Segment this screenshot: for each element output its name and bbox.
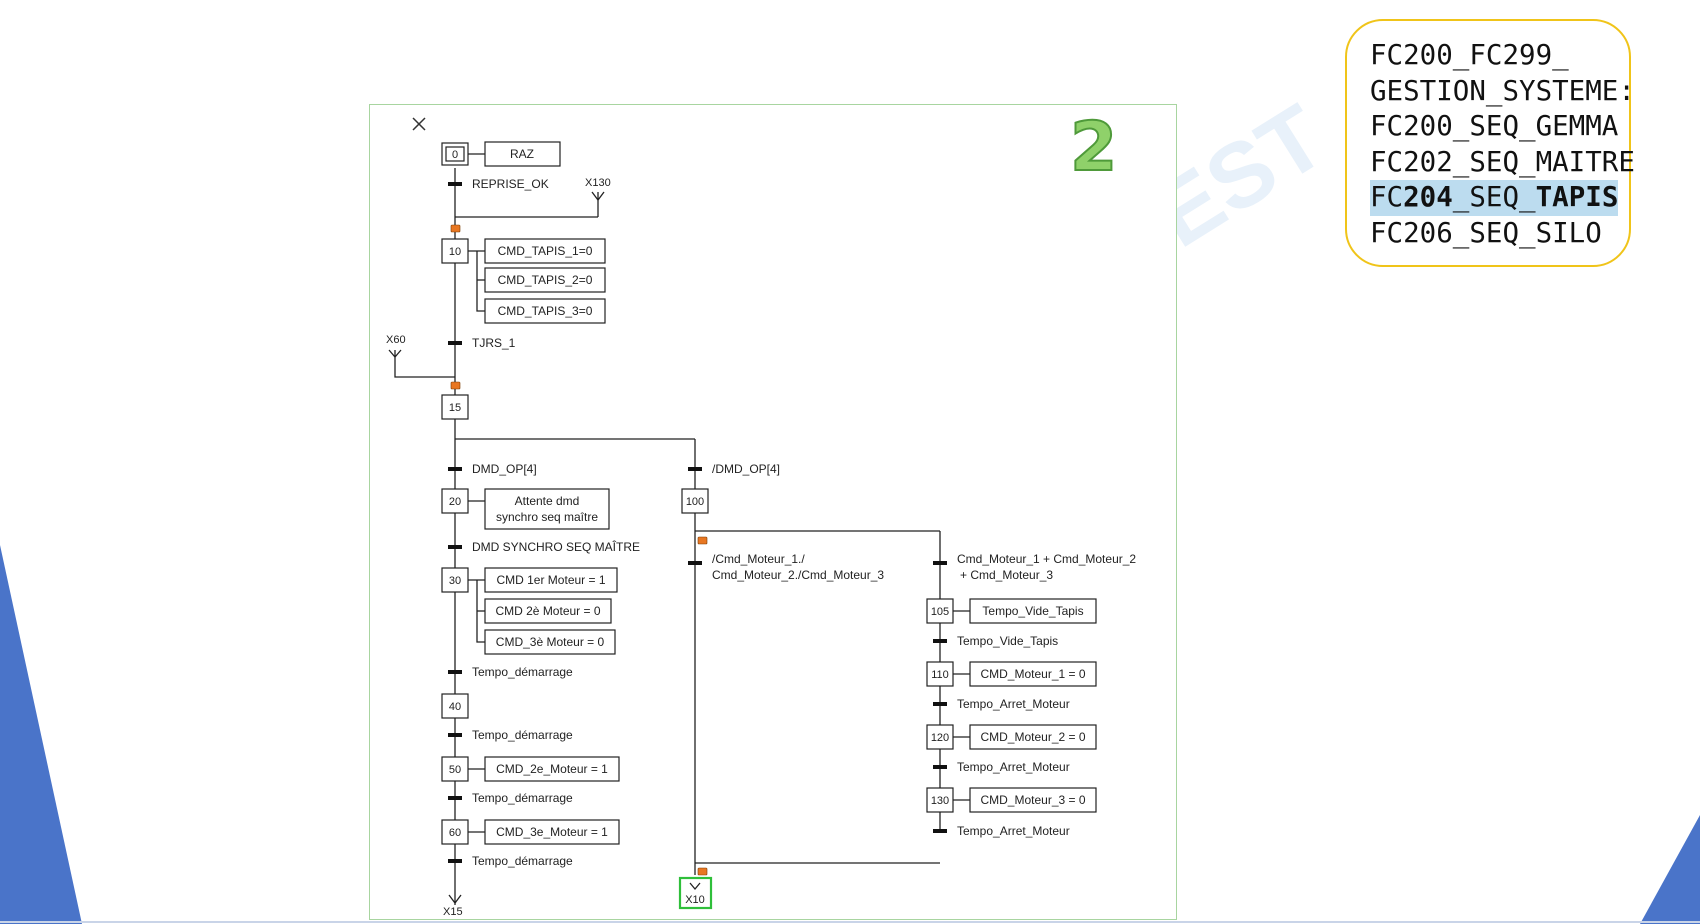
action-cmd-tapis-3 <box>484 298 606 324</box>
step-100: 100 <box>681 488 709 514</box>
jump-x15: X15 <box>443 906 463 918</box>
step-105: 105 <box>926 598 954 624</box>
svg-text:CMD_Moteur_2 = 0: CMD_Moteur_2 = 0 <box>980 730 1085 744</box>
svg-text:110: 110 <box>931 669 949 681</box>
action-cmd-tapis-2 <box>484 267 606 293</box>
svg-text:Tempo_Vide_Tapis: Tempo_Vide_Tapis <box>982 604 1083 618</box>
action-cmd-3e1 <box>484 819 620 845</box>
transition-tempo-dem-2: Tempo_démarrage <box>472 728 573 742</box>
svg-text:CMD_3e_Moteur = 1: CMD_3e_Moteur = 1 <box>496 825 608 839</box>
transition-dmd-synchro: DMD SYNCHRO SEQ MAÎTRE <box>472 539 640 554</box>
svg-text:X10: X10 <box>685 894 705 906</box>
svg-text:0: 0 <box>452 149 458 161</box>
action-raz <box>484 141 561 167</box>
transition-cmd-or-1: Cmd_Moteur_1 + Cmd_Moteur_2 <box>957 552 1136 566</box>
transition-not-cmd-2: Cmd_Moteur_2./Cmd_Moteur_3 <box>712 568 884 582</box>
lock-icon <box>450 224 461 233</box>
svg-text:CMD_TAPIS_2=0: CMD_TAPIS_2=0 <box>498 273 593 287</box>
callout-line-4: FC202_SEQ_MAITRE <box>1370 145 1635 178</box>
step-60: 60 <box>441 819 469 845</box>
transition-cmd-or-2: + Cmd_Moteur_3 <box>960 568 1053 582</box>
svg-text:100: 100 <box>686 496 704 508</box>
grafcet-diagram: 2 X130 X60 X15 0 RAZ <box>369 104 1177 920</box>
svg-text:50: 50 <box>449 764 461 776</box>
svg-text:10: 10 <box>449 246 461 258</box>
transition-tempo-dem-1: Tempo_démarrage <box>472 665 573 679</box>
step-15: 15 <box>441 394 469 420</box>
action-cmd-2e0 <box>484 598 612 624</box>
step-0: 0 <box>441 142 469 166</box>
right-accent-shape <box>1640 815 1700 924</box>
function-list-callout: FC200_FC299_ GESTION_SYSTEME: FC200_SEQ_… <box>1345 19 1635 267</box>
callout-line-6: FC206_SEQ_SILO <box>1370 216 1602 249</box>
slide-number: 2 <box>1070 108 1117 187</box>
transition-dmd-op: DMD_OP[4] <box>472 462 537 476</box>
left-accent-shape <box>0 545 82 924</box>
step-50: 50 <box>441 756 469 782</box>
svg-text:15: 15 <box>449 402 461 414</box>
svg-text:synchro seq maître: synchro seq maître <box>496 510 598 524</box>
svg-text:RAZ: RAZ <box>510 147 534 161</box>
svg-text:30: 30 <box>449 575 461 587</box>
svg-text:60: 60 <box>449 827 461 839</box>
action-attente <box>484 488 610 530</box>
transition-tempo-vide: Tempo_Vide_Tapis <box>957 634 1058 648</box>
transition-not-dmd-op: /DMD_OP[4] <box>712 462 780 476</box>
svg-text:130: 130 <box>931 795 949 807</box>
svg-text:CMD_2e_Moteur = 1: CMD_2e_Moteur = 1 <box>496 762 608 776</box>
svg-text:CMD_Moteur_3 = 0: CMD_Moteur_3 = 0 <box>980 793 1085 807</box>
svg-text:CMD_3è Moteur = 0: CMD_3è Moteur = 0 <box>496 635 605 649</box>
action-cmd-m1 <box>969 661 1097 687</box>
svg-text:Attente dmd: Attente dmd <box>515 494 580 508</box>
svg-text:CMD_Moteur_1 = 0: CMD_Moteur_1 = 0 <box>980 667 1085 681</box>
action-cmd-m2 <box>969 724 1097 750</box>
transition-tempo-dem-3: Tempo_démarrage <box>472 791 573 805</box>
transition-tempo-dem-4: Tempo_démarrage <box>472 854 573 868</box>
transition-tjrs: TJRS_1 <box>472 336 516 350</box>
transition-arret-3: Tempo_Arret_Moteur <box>957 824 1070 838</box>
grafcet-canvas: 2 X130 X60 X15 0 RAZ <box>386 107 1136 918</box>
close-icon <box>412 117 426 131</box>
transition-not-cmd-1: /Cmd_Moteur_1./ <box>712 552 805 566</box>
step-20: 20 <box>441 488 469 514</box>
svg-text:20: 20 <box>449 496 461 508</box>
action-cmd-tapis-1 <box>484 238 606 264</box>
svg-text:40: 40 <box>449 701 461 713</box>
callout-line-highlighted: FC204_SEQ_TAPIS <box>1370 180 1629 216</box>
jump-step-x10: X10 <box>678 876 713 910</box>
transition-arret-1: Tempo_Arret_Moteur <box>957 697 1070 711</box>
step-10: 10 <box>441 238 469 264</box>
callout-line-3: FC200_SEQ_GEMMA <box>1370 110 1619 142</box>
svg-text:CMD 2è Moteur = 0: CMD 2è Moteur = 0 <box>495 604 600 618</box>
action-cmd-1er <box>484 567 618 593</box>
transition-reprise: REPRISE_OK <box>472 177 549 191</box>
step-130: 130 <box>926 787 954 813</box>
step-120: 120 <box>926 724 954 750</box>
action-cmd-2e1 <box>484 756 620 782</box>
svg-text:105: 105 <box>931 606 949 618</box>
step-40: 40 <box>441 693 469 719</box>
callout-line-1: FC200_FC299_ <box>1370 39 1569 71</box>
svg-text:120: 120 <box>931 732 949 744</box>
lock-icon <box>697 867 708 876</box>
lock-icon <box>450 381 461 390</box>
svg-text:CMD 1er Moteur = 1: CMD 1er Moteur = 1 <box>496 573 605 587</box>
svg-text:CMD_TAPIS_3=0: CMD_TAPIS_3=0 <box>498 304 593 318</box>
step-30: 30 <box>441 567 469 593</box>
jump-x130: X130 <box>585 177 611 189</box>
action-cmd-3e0 <box>484 629 616 655</box>
action-cmd-m3 <box>969 787 1097 813</box>
callout-line-2: GESTION_SYSTEME: <box>1370 74 1635 107</box>
lock-icon <box>697 536 708 545</box>
step-110: 110 <box>926 661 954 687</box>
transition-arret-2: Tempo_Arret_Moteur <box>957 760 1070 774</box>
svg-text:CMD_TAPIS_1=0: CMD_TAPIS_1=0 <box>498 244 593 258</box>
jump-x60: X60 <box>386 334 406 346</box>
action-tempo-vide <box>969 598 1097 624</box>
